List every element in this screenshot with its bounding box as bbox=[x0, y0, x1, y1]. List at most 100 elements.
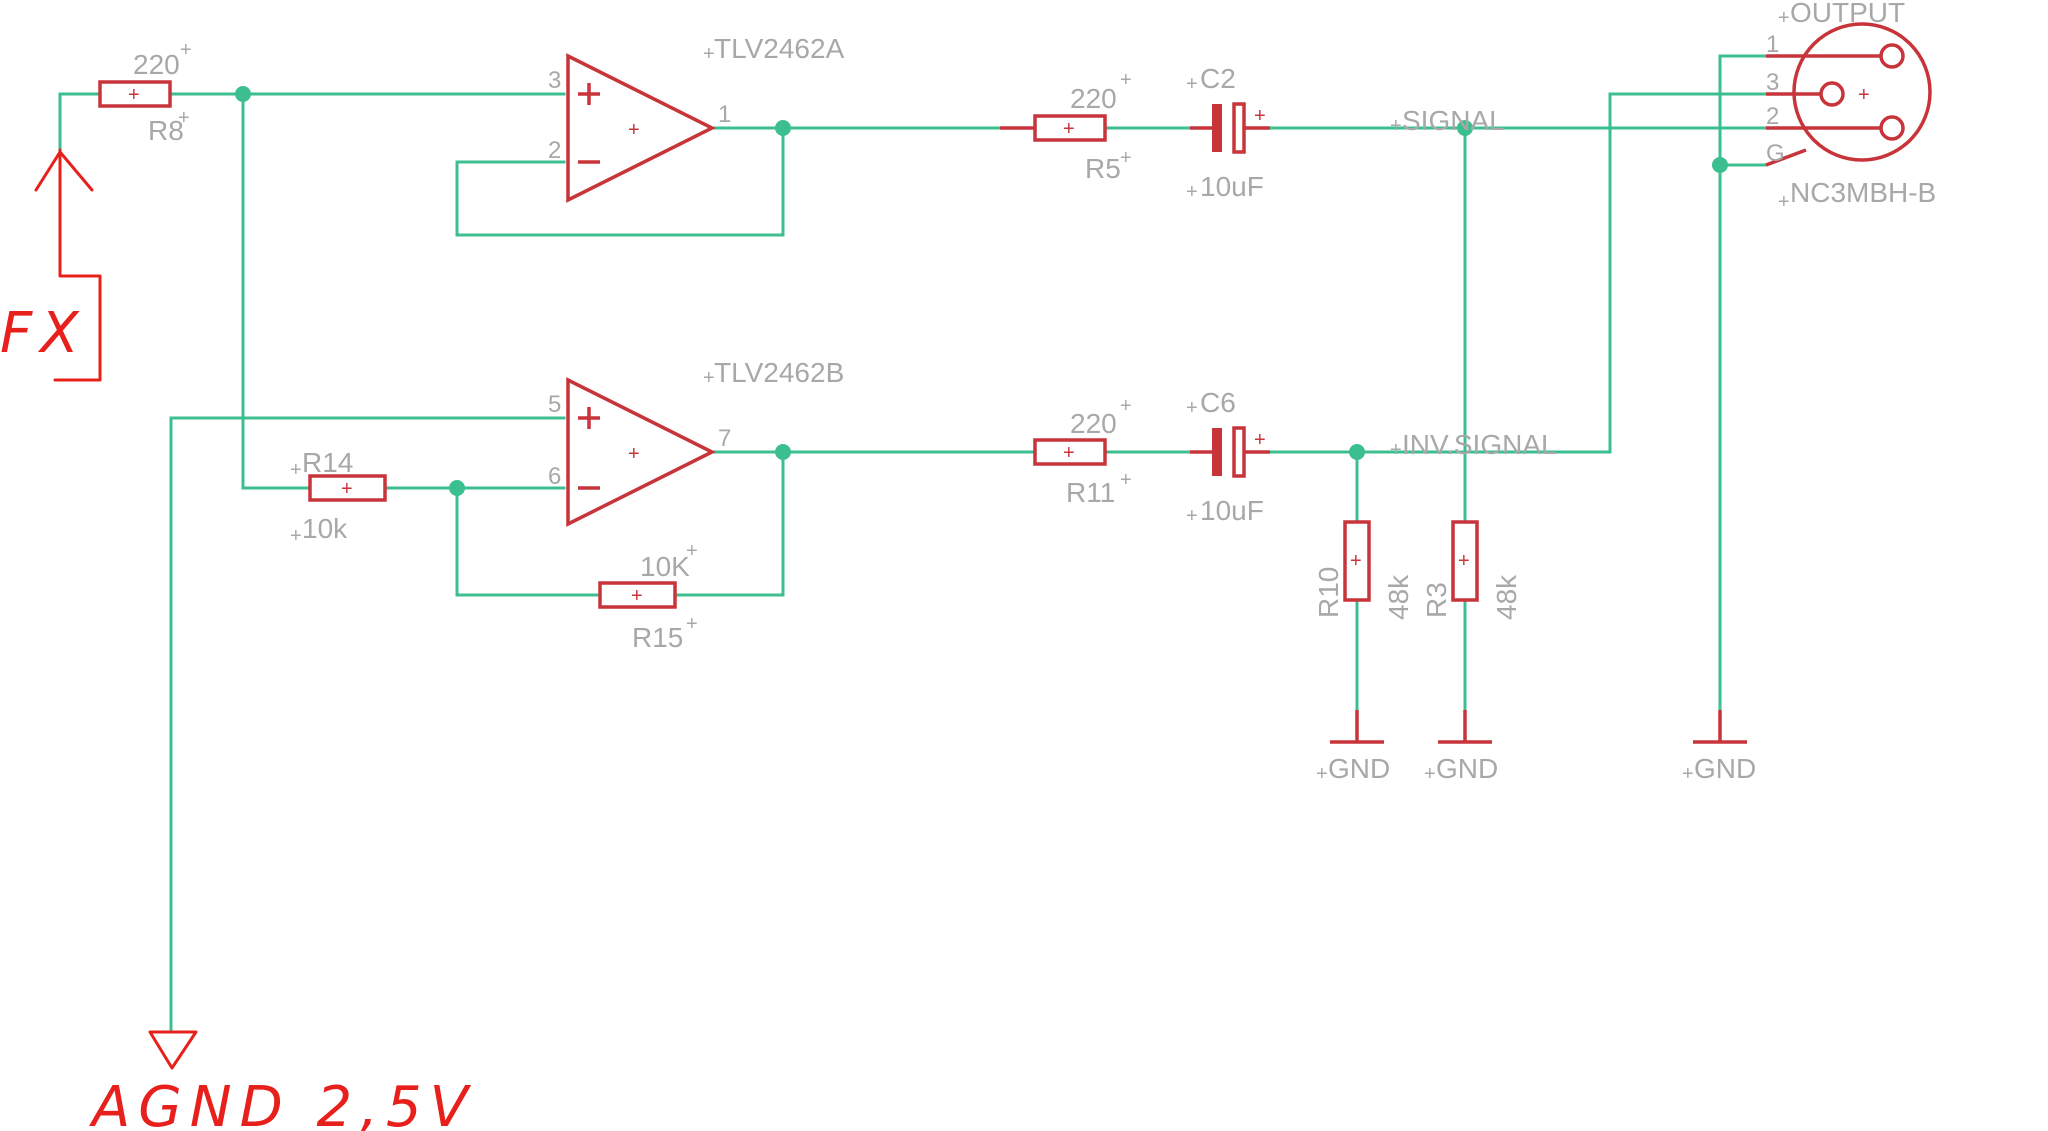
resistor-name: R15 bbox=[632, 622, 683, 653]
resistor-body bbox=[98, 80, 172, 108]
gnd-symbol-r10: + GND bbox=[1316, 710, 1390, 785]
connector-mark: + bbox=[1858, 84, 1870, 106]
agnd-annotation: AGND 2,5V bbox=[89, 1030, 476, 1131]
opamp-a-name: TLV2462A bbox=[714, 33, 845, 64]
opamp-b-plus-sign bbox=[578, 407, 600, 429]
resistor-body bbox=[1033, 438, 1107, 466]
resistor-r8: + 220 + R8 + bbox=[98, 39, 192, 146]
label-origin-mark: + bbox=[1778, 191, 1790, 213]
connector-name: OUTPUT bbox=[1790, 0, 1905, 28]
label-origin-mark: + bbox=[1316, 763, 1328, 785]
label-origin-mark: + bbox=[1390, 115, 1402, 137]
resistor-r15: + 10K + R15 + bbox=[598, 540, 698, 653]
resistor-name: R3 bbox=[1421, 582, 1452, 618]
junction-dot bbox=[235, 86, 251, 102]
label-origin-mark: + bbox=[1390, 439, 1402, 461]
resistor-mark: + bbox=[1063, 118, 1075, 140]
label-origin-mark: + bbox=[1186, 397, 1198, 419]
opamp-b-triangle bbox=[566, 377, 716, 527]
resistor-body bbox=[1451, 520, 1479, 602]
resistor-r5: + 220 + R5 + bbox=[1000, 69, 1132, 184]
opamp-a-triangle bbox=[566, 53, 716, 203]
wire-r15-out bbox=[673, 450, 785, 597]
label-origin-mark: + bbox=[1186, 181, 1198, 203]
label-origin-mark: + bbox=[290, 525, 302, 547]
resistor-name: R11 bbox=[1066, 477, 1115, 508]
opamp-b-name: TLV2462B bbox=[714, 357, 844, 388]
polarity-mark: + bbox=[1254, 105, 1266, 127]
resistor-r14: + + R14 + 10k bbox=[290, 447, 387, 547]
opamp-a-pin-out: 1 bbox=[718, 101, 731, 128]
label-origin-mark: + bbox=[1120, 469, 1132, 491]
agnd-label: AGND 2,5V bbox=[89, 1075, 476, 1131]
wires bbox=[58, 54, 1768, 1032]
fx-annotation: FX bbox=[0, 148, 102, 382]
connector-part: NC3MBH-B bbox=[1790, 177, 1936, 208]
capacitor-c6: + + C6 + 10uF bbox=[1186, 387, 1270, 527]
gnd-label: GND bbox=[1694, 753, 1756, 784]
connector-pin-label: G bbox=[1766, 140, 1785, 167]
wire-c6-invsignal bbox=[1253, 92, 1768, 454]
capacitor-plate-solid bbox=[1212, 104, 1222, 152]
label-origin-mark: + bbox=[1424, 763, 1436, 785]
capacitor-c2: + + C2 + 10uF bbox=[1186, 63, 1270, 203]
junctions bbox=[235, 86, 1728, 496]
wire-in-to-r14 bbox=[241, 92, 312, 490]
junction-dot bbox=[1349, 444, 1365, 460]
capacitor-name: C2 bbox=[1200, 63, 1236, 94]
resistor-r3: + R3 48k bbox=[1421, 520, 1522, 620]
label-origin-mark: + bbox=[180, 39, 192, 61]
label-origin-mark: + bbox=[290, 459, 302, 481]
label-origin-mark: + bbox=[703, 367, 715, 389]
label-origin-mark: + bbox=[178, 107, 190, 129]
gnd-label: GND bbox=[1436, 753, 1498, 784]
gnd-label: GND bbox=[1328, 753, 1390, 784]
opamp-a: + 3 2 1 + TLV2462A bbox=[548, 33, 845, 203]
fx-bracket bbox=[53, 148, 102, 382]
junction-dot bbox=[775, 444, 791, 460]
opamp-b-pin-inv: 6 bbox=[548, 463, 561, 490]
label-origin-mark: + bbox=[1120, 395, 1132, 417]
connector-pin-contact bbox=[1879, 115, 1905, 141]
opamp-b-pin-out: 7 bbox=[718, 425, 731, 452]
junction-dot bbox=[1457, 120, 1473, 136]
resistor-r11: + 220 + R11 + bbox=[1033, 395, 1132, 508]
resistor-body bbox=[308, 474, 387, 502]
resistor-mark: + bbox=[341, 478, 353, 500]
resistor-r10: + R10 48k bbox=[1313, 520, 1414, 620]
connector-pin-contact bbox=[1879, 43, 1905, 69]
opamp-a-pin-noninv: 3 bbox=[548, 67, 561, 94]
polarity-mark: + bbox=[1254, 429, 1266, 451]
resistor-value: 48k bbox=[1383, 574, 1414, 620]
resistor-value: 220 bbox=[1070, 408, 1117, 439]
capacitor-plate-open bbox=[1232, 426, 1246, 478]
wire-opa-feedback bbox=[455, 126, 785, 237]
resistor-value: 220 bbox=[1070, 83, 1117, 114]
opamp-a-pin-inv: 2 bbox=[548, 137, 561, 164]
label-origin-mark: + bbox=[686, 613, 698, 635]
connector-pin-label: 3 bbox=[1766, 69, 1779, 96]
gnd-symbol-connector: + GND bbox=[1682, 710, 1756, 785]
wire-conn-gnd bbox=[1718, 54, 1768, 744]
label-origin-mark: + bbox=[686, 540, 698, 562]
junction-dot bbox=[1712, 157, 1728, 173]
resistor-value: 48k bbox=[1491, 574, 1522, 620]
connector-body bbox=[1792, 22, 1932, 162]
junction-dot bbox=[775, 120, 791, 136]
net-label-inv-signal: INV.SIGNAL bbox=[1402, 429, 1557, 460]
wire-r15-loop bbox=[455, 486, 602, 597]
label-origin-mark: + bbox=[1120, 147, 1132, 169]
resistor-value: 10K bbox=[640, 551, 690, 582]
capacitor-plate-open bbox=[1232, 102, 1246, 154]
wire-agnd bbox=[169, 416, 566, 1032]
connector-pin-label: 1 bbox=[1766, 31, 1779, 58]
capacitor-name: C6 bbox=[1200, 387, 1236, 418]
label-origin-mark: + bbox=[703, 43, 715, 65]
resistor-mark: + bbox=[1350, 550, 1362, 572]
opamp-a-center-mark: + bbox=[628, 119, 640, 141]
capacitor-plate-solid bbox=[1212, 428, 1222, 476]
resistor-value: 220 bbox=[133, 49, 180, 80]
opamp-b-center-mark: + bbox=[628, 443, 640, 465]
resistor-name: R10 bbox=[1313, 567, 1344, 618]
